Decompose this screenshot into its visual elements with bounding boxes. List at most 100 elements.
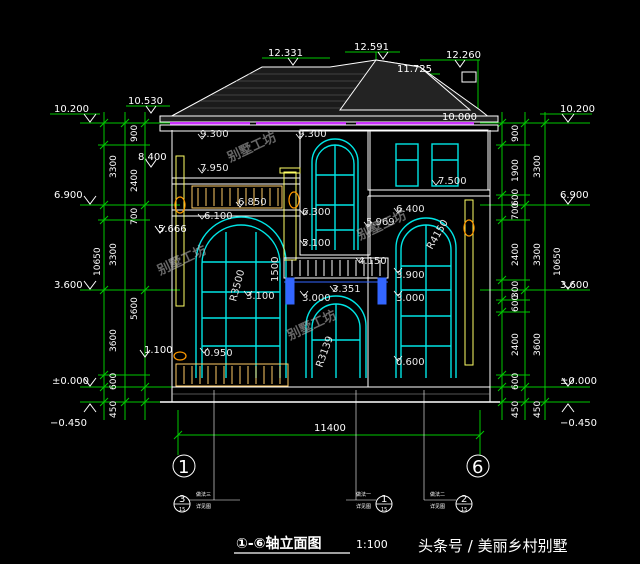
window-right-top [395, 143, 459, 187]
balcony-lower-left [175, 363, 289, 387]
dim-numbers-right: 450 600 2400 600 300 2400 700 600 1900 9… [511, 125, 563, 418]
svg-text:600: 600 [511, 189, 521, 206]
window-center-lower [305, 295, 367, 378]
svg-text:3300: 3300 [109, 155, 119, 178]
level-left-1100: 1.100 [144, 345, 173, 356]
axis-label-6: 6 [472, 457, 483, 478]
svg-text:详见图: 详见图 [356, 503, 371, 510]
window-arched-left [195, 216, 287, 378]
svg-text:15: 15 [461, 507, 467, 513]
window-arched-right [395, 217, 457, 378]
svg-text:15: 15 [381, 507, 387, 513]
building [159, 59, 500, 403]
svg-text:10650: 10650 [553, 247, 563, 276]
svg-text:1900: 1900 [511, 159, 521, 182]
svg-text:做法二: 做法二 [430, 491, 445, 498]
dim-inner-1500: 1500 [270, 257, 281, 282]
svg-text:2400: 2400 [511, 243, 521, 266]
footer-watermark: 头条号 / 美丽乡村别墅 [418, 537, 568, 555]
level-right-m450: −0.450 [560, 418, 597, 429]
level-eave-right: 10.000 [442, 112, 477, 123]
drawing-scale: 1:100 [356, 538, 388, 551]
level-inner-6850: 6.850 [238, 197, 267, 208]
svg-text:做法一: 做法一 [356, 491, 371, 498]
level-left-8400: 8.400 [138, 152, 167, 163]
level-inner-9300-a: 9.300 [200, 129, 229, 140]
left-level-labels: 10.200 10.530 8.400 6.900 5.666 3.600 1.… [50, 96, 187, 429]
level-inner-3000-a: 3.000 [302, 293, 331, 304]
svg-text:700: 700 [511, 203, 521, 220]
level-inner-5100: 5.100 [302, 238, 331, 249]
drawing-title-block: ①-⑥轴立面图 1:100 [234, 535, 388, 554]
svg-text:600: 600 [511, 373, 521, 390]
level-inner-7500: 7.500 [438, 176, 467, 187]
level-left-m450: −0.450 [50, 418, 87, 429]
dim-numbers-left: 450 600 3600 5600 3300 10650 700 2400 33… [93, 125, 140, 418]
svg-text:3300: 3300 [533, 243, 543, 266]
roof-level-labels: 12.331 12.591 12.260 11.725 10.000 [268, 42, 481, 123]
balcony-upper-left [191, 185, 283, 209]
level-chimney: 12.260 [446, 50, 481, 61]
svg-text:450: 450 [511, 401, 521, 418]
right-level-labels: 10.200 6.900 3.600 ±0.000 −0.450 [560, 104, 597, 429]
svg-text:3300: 3300 [109, 243, 119, 266]
svg-text:600: 600 [109, 373, 119, 390]
svg-text:3600: 3600 [109, 329, 119, 352]
svg-text:1: 1 [381, 494, 387, 505]
svg-text:900: 900 [130, 125, 140, 142]
svg-text:详见图: 详见图 [196, 503, 211, 510]
columns [175, 155, 474, 366]
overall-width: 11400 [314, 423, 346, 434]
level-left-3600: 3.600 [54, 280, 83, 291]
level-inner-0950: 0.950 [204, 348, 233, 359]
axis-circle-6 [466, 454, 490, 478]
level-inner-0600: 0.600 [396, 357, 425, 368]
level-left-6900: 6.900 [54, 190, 83, 201]
level-left-5666: 5.666 [158, 224, 187, 235]
level-left-10530: 10.530 [128, 96, 163, 107]
svg-text:3: 3 [179, 494, 185, 505]
walls [171, 129, 491, 387]
chimney [461, 71, 477, 83]
svg-text:做法三: 做法三 [196, 491, 211, 498]
level-inner-9300-b: 9.300 [298, 129, 327, 140]
level-left-10200: 10.200 [54, 104, 89, 115]
svg-text:450: 450 [533, 401, 543, 418]
level-inner-3000-b: 3.000 [396, 293, 425, 304]
axis-markers: 1 6 [172, 454, 490, 478]
level-inner-7950: 7.950 [200, 163, 229, 174]
svg-text:2400: 2400 [511, 333, 521, 356]
svg-text:详见图: 详见图 [430, 503, 445, 510]
window-center-upper [311, 138, 359, 250]
level-right-6900: 6.900 [560, 190, 589, 201]
level-peak-right: 12.591 [354, 42, 389, 53]
level-inner-6100: 6.100 [204, 211, 233, 222]
level-inner-6400: 6.400 [396, 204, 425, 215]
level-left-0: ±0.000 [52, 376, 89, 387]
level-peak-left: 12.331 [268, 48, 303, 59]
svg-text:300: 300 [511, 281, 521, 298]
level-right-0: ±0.000 [560, 376, 597, 387]
level-inner-4150: 4.150 [358, 256, 387, 267]
level-inner-5969: 5.969 [366, 217, 395, 228]
drawing-title: ①-⑥轴立面图 [236, 535, 322, 552]
roof [159, 59, 499, 132]
level-ridge: 11.725 [397, 64, 432, 75]
svg-text:10650: 10650 [93, 247, 103, 276]
svg-text:15: 15 [179, 507, 185, 513]
axis-circle-1 [172, 454, 196, 478]
level-inner-3900: 3.900 [396, 270, 425, 281]
balcony-center [283, 257, 389, 305]
svg-text:700: 700 [130, 208, 140, 225]
level-right-10200: 10.200 [560, 104, 595, 115]
svg-text:5600: 5600 [130, 297, 140, 320]
svg-text:2: 2 [461, 494, 467, 505]
level-inner-6300: 6.300 [302, 207, 331, 218]
svg-text:2400: 2400 [130, 169, 140, 192]
svg-text:450: 450 [109, 401, 119, 418]
detail-callouts: 3 15 做法三 详见图 1 15 做法一 详见图 2 15 做法二 详见图 [173, 390, 473, 513]
ornaments [173, 191, 475, 361]
svg-text:600: 600 [511, 295, 521, 312]
svg-text:900: 900 [511, 125, 521, 142]
